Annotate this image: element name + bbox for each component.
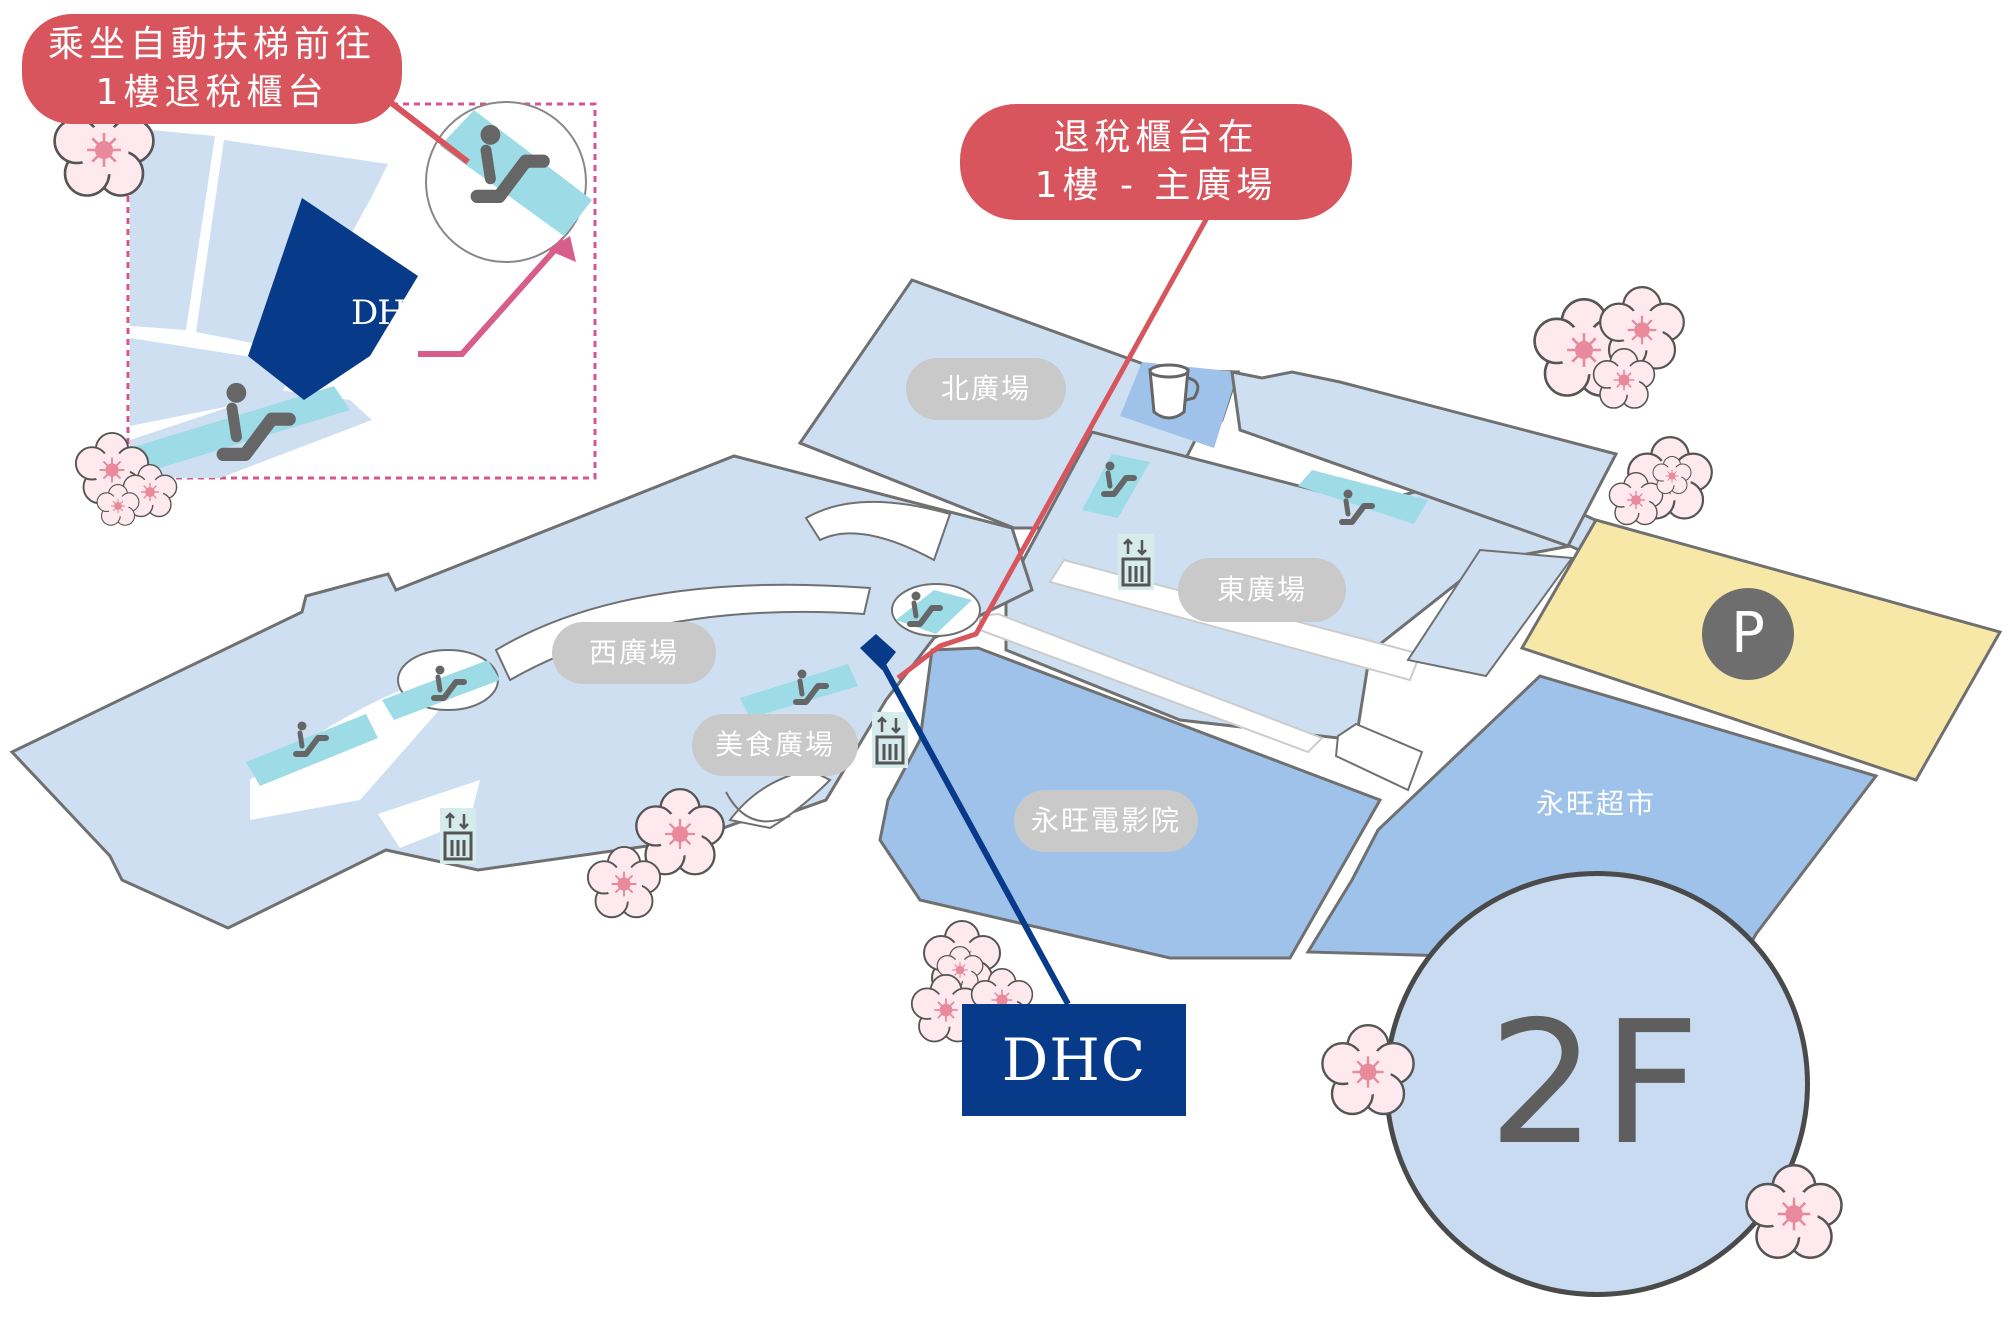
callout-main-line2: 1樓 - 主廣場 xyxy=(1034,165,1278,206)
escalator-icon xyxy=(246,714,378,786)
dhc-inset-label: DHC xyxy=(351,293,432,333)
escalator-icon xyxy=(1082,454,1150,518)
floor-indicator: 2F xyxy=(1384,871,1810,1297)
callout-main-line1: 退稅櫃台在 xyxy=(1053,117,1259,158)
floor-label: 2F xyxy=(1488,985,1706,1183)
aeon-supermarket-label: 永旺超市 xyxy=(1536,787,1657,820)
tax-refund-route xyxy=(896,214,1211,680)
escalator-icon xyxy=(1298,470,1428,524)
escalator-icon xyxy=(891,583,981,637)
callout-inset-line2: 1樓退稅櫃台 xyxy=(95,72,329,113)
callout-inset-line1: 乘坐自動扶梯前往 xyxy=(47,24,376,65)
west-plaza-building xyxy=(9,454,1034,930)
escalator-icon xyxy=(740,664,858,718)
west-plaza-label: 西廣場 xyxy=(552,622,716,684)
elevator-icon xyxy=(1116,532,1156,592)
east-plaza-label: 東廣場 xyxy=(1178,558,1346,622)
elevator-icon xyxy=(438,806,478,866)
inset-detail-map xyxy=(126,85,597,480)
tax-refund-location-callout: 退稅櫃台在 1樓 - 主廣場 xyxy=(960,104,1352,220)
elevator-icon xyxy=(870,710,910,770)
dhc-store-marker xyxy=(860,634,1071,1006)
escalator-icon xyxy=(382,649,500,720)
aeon-cinema-label: 永旺電影院 xyxy=(1014,790,1198,852)
parking-badge: P xyxy=(1702,588,1794,680)
coffee-cup-icon xyxy=(1148,363,1200,420)
north-plaza-label: 北廣場 xyxy=(906,358,1066,420)
dhc-store-label: DHC xyxy=(962,1004,1186,1116)
escalator-to-1f-callout: 乘坐自動扶梯前往 1樓退稅櫃台 xyxy=(22,14,402,124)
food-court-label: 美食廣場 xyxy=(692,714,858,776)
